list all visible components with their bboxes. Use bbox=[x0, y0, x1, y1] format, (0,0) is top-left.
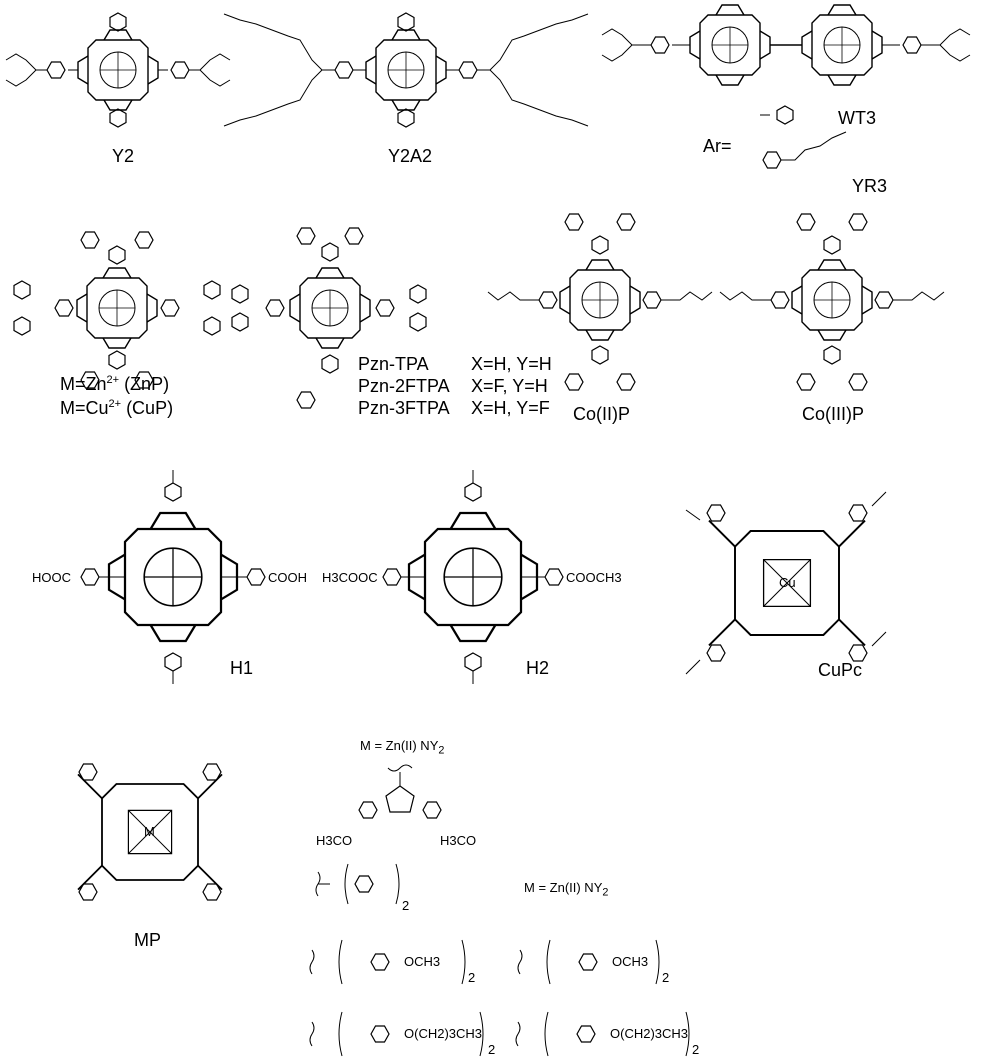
label-cupc: CuPc bbox=[818, 660, 863, 680]
label-pzn-3ftpa: Pzn-3FTPA bbox=[358, 398, 450, 418]
label-methoxy-right: H3CO bbox=[440, 833, 477, 848]
co3p-structure bbox=[719, 213, 945, 391]
label-obu-right: O(CH2)3CH3 bbox=[610, 1026, 689, 1041]
butoxyphenyl-substituent-left bbox=[309, 1011, 484, 1057]
label-sub2-a: 2 bbox=[402, 898, 410, 913]
label-och3-left: OCH3 bbox=[404, 954, 441, 969]
label-cupc-metal: Cu bbox=[779, 575, 796, 590]
label-mp-metal: M bbox=[144, 824, 155, 839]
label-pzn-tpa-sub: X=H, Y=H bbox=[471, 354, 552, 374]
label-h1-left: HOOC bbox=[32, 570, 71, 585]
cupc-structure bbox=[685, 491, 887, 675]
zn-note-1: M = Zn(II) NY2 bbox=[360, 738, 445, 757]
label-pzn-2ftpa: Pzn-2FTPA bbox=[358, 376, 450, 396]
label-pzn-2ftpa-sub: X=F, Y=H bbox=[471, 376, 548, 396]
label-h2-left: H3COOC bbox=[322, 570, 378, 585]
h2-structure bbox=[382, 470, 564, 684]
label-sub2-d: 2 bbox=[488, 1042, 496, 1057]
label-h1-right: COOH bbox=[268, 570, 307, 585]
zn-note-2: M = Zn(II) NY2 bbox=[524, 880, 609, 899]
label-pzn-tpa: Pzn-TPA bbox=[358, 354, 429, 374]
label-h2: H2 bbox=[526, 658, 550, 678]
label-mp: MP bbox=[134, 930, 161, 950]
y2a2-structure bbox=[223, 12, 589, 128]
label-och3-right: OCH3 bbox=[612, 954, 649, 969]
label-wt3: WT3 bbox=[838, 108, 876, 128]
wt3-structure bbox=[601, 4, 971, 169]
label-sub2-e: 2 bbox=[692, 1042, 700, 1057]
co2p-structure bbox=[487, 213, 713, 391]
label-h1: H1 bbox=[230, 658, 254, 678]
methoxyphenyl-substituent-right bbox=[517, 939, 660, 985]
label-sub2-b: 2 bbox=[468, 970, 476, 985]
label-cup: M=Cu2+ (CuP) bbox=[60, 398, 174, 418]
label-ar: Ar= bbox=[703, 136, 732, 156]
carbazole-substituent bbox=[358, 764, 442, 819]
h1-structure bbox=[80, 470, 266, 684]
butoxyphenyl-substituent-right bbox=[515, 1011, 690, 1057]
label-pzn-3ftpa-sub: X=H, Y=F bbox=[471, 398, 550, 418]
label-h2-right: COOCH3 bbox=[566, 570, 622, 585]
label-yr3: YR3 bbox=[852, 176, 888, 196]
label-co3p: Co(III)P bbox=[802, 404, 865, 424]
znp-cup-structure bbox=[13, 231, 221, 389]
label-obu-left: O(CH2)3CH3 bbox=[404, 1026, 483, 1041]
methoxyphenyl-substituent-left bbox=[309, 939, 466, 985]
y2-structure bbox=[5, 12, 231, 128]
label-co2p: Co(II)P bbox=[573, 404, 631, 424]
label-methoxy-left: H3CO bbox=[316, 833, 353, 848]
label-y2: Y2 bbox=[112, 146, 135, 166]
label-znp: M=Zn2+ (ZnP) bbox=[60, 374, 170, 394]
label-sub2-c: 2 bbox=[662, 970, 670, 985]
diphenylamine-substituent bbox=[315, 863, 400, 905]
label-y2a2: Y2A2 bbox=[388, 146, 433, 166]
